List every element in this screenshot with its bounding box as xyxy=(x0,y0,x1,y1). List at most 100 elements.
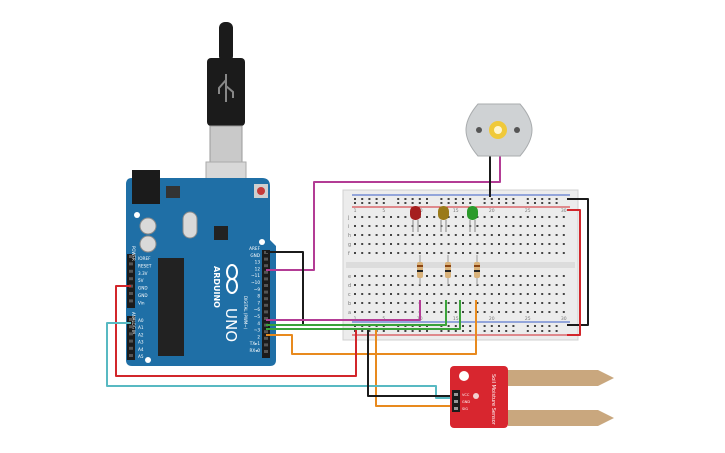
breadboard-hole[interactable] xyxy=(426,302,428,304)
rail-hole[interactable] xyxy=(375,202,378,204)
breadboard-hole[interactable] xyxy=(454,216,457,218)
breadboard-hole[interactable] xyxy=(526,225,529,227)
header-pin[interactable] xyxy=(264,270,268,274)
reset-button-cap[interactable] xyxy=(257,187,265,195)
breadboard-hole[interactable] xyxy=(354,252,356,254)
rail-hole[interactable] xyxy=(404,330,407,332)
breadboard-hole[interactable] xyxy=(454,243,457,245)
breadboard-hole[interactable] xyxy=(368,216,371,218)
breadboard-hole[interactable] xyxy=(526,293,529,295)
breadboard-hole[interactable] xyxy=(498,284,500,286)
breadboard-hole[interactable] xyxy=(426,311,428,313)
breadboard-hole[interactable] xyxy=(505,216,508,218)
wire-green-led[interactable] xyxy=(266,300,447,326)
breadboard-hole[interactable] xyxy=(526,311,529,313)
breadboard-hole[interactable] xyxy=(433,216,436,218)
breadboard-hole[interactable] xyxy=(382,302,385,304)
header-pin[interactable] xyxy=(129,299,133,303)
rail-hole[interactable] xyxy=(397,202,400,204)
breadboard-hole[interactable] xyxy=(375,302,378,304)
breadboard-hole[interactable] xyxy=(476,252,479,254)
breadboard-hole[interactable] xyxy=(390,293,392,295)
breadboard-hole[interactable] xyxy=(390,311,392,313)
rail-hole[interactable] xyxy=(541,325,544,327)
breadboard-hole[interactable] xyxy=(382,284,385,286)
breadboard-hole[interactable] xyxy=(411,293,414,295)
breadboard-hole[interactable] xyxy=(404,252,407,254)
breadboard-hole[interactable] xyxy=(404,311,407,313)
breadboard-hole[interactable] xyxy=(404,275,407,277)
breadboard-hole[interactable] xyxy=(390,275,392,277)
breadboard-hole[interactable] xyxy=(433,302,436,304)
header-pin[interactable] xyxy=(264,310,268,314)
breadboard-hole[interactable] xyxy=(490,302,493,304)
breadboard-hole[interactable] xyxy=(447,302,450,304)
breadboard-hole[interactable] xyxy=(548,302,551,304)
rail-hole[interactable] xyxy=(555,325,558,327)
breadboard-hole[interactable] xyxy=(382,243,385,245)
breadboard-hole[interactable] xyxy=(390,234,392,236)
breadboard-hole[interactable] xyxy=(390,243,392,245)
rail-hole[interactable] xyxy=(498,330,500,332)
breadboard-hole[interactable] xyxy=(541,234,544,236)
header-pin[interactable] xyxy=(129,269,133,273)
breadboard-hole[interactable] xyxy=(447,284,450,286)
breadboard-hole[interactable] xyxy=(354,311,356,313)
breadboard-hole[interactable] xyxy=(397,284,400,286)
breadboard-hole[interactable] xyxy=(519,216,522,218)
rail-hole[interactable] xyxy=(548,330,551,332)
rail-hole[interactable] xyxy=(382,330,385,332)
breadboard-hole[interactable] xyxy=(526,252,529,254)
wire-magenta-motor[interactable] xyxy=(266,150,501,271)
rail-hole[interactable] xyxy=(397,330,400,332)
header-pin[interactable] xyxy=(264,336,268,340)
breadboard-hole[interactable] xyxy=(562,302,565,304)
breadboard-hole[interactable] xyxy=(447,225,450,227)
breadboard-hole[interactable] xyxy=(483,243,486,245)
wire-cyan-sensor-signal[interactable] xyxy=(106,322,452,399)
breadboard-hole[interactable] xyxy=(375,311,378,313)
breadboard-hole[interactable] xyxy=(462,225,464,227)
rail-hole[interactable] xyxy=(447,325,450,327)
breadboard-hole[interactable] xyxy=(375,284,378,286)
breadboard-hole[interactable] xyxy=(526,234,529,236)
breadboard-hole[interactable] xyxy=(490,225,493,227)
rail-hole[interactable] xyxy=(505,325,508,327)
rail-hole[interactable] xyxy=(447,198,450,200)
rail-hole[interactable] xyxy=(454,330,457,332)
breadboard-hole[interactable] xyxy=(382,252,385,254)
rail-hole[interactable] xyxy=(555,330,558,332)
breadboard-hole[interactable] xyxy=(534,284,536,286)
breadboard-hole[interactable] xyxy=(397,225,400,227)
breadboard-hole[interactable] xyxy=(541,311,544,313)
breadboard-hole[interactable] xyxy=(368,275,371,277)
breadboard-hole[interactable] xyxy=(469,243,472,245)
breadboard-hole[interactable] xyxy=(483,293,486,295)
rail-hole[interactable] xyxy=(483,325,486,327)
breadboard-hole[interactable] xyxy=(505,302,508,304)
breadboard-hole[interactable] xyxy=(397,252,400,254)
header-pin[interactable] xyxy=(129,318,133,321)
breadboard-hole[interactable] xyxy=(418,243,421,245)
breadboard-hole[interactable] xyxy=(382,275,385,277)
breadboard-hole[interactable] xyxy=(361,252,364,254)
breadboard-hole[interactable] xyxy=(512,275,515,277)
breadboard-hole[interactable] xyxy=(548,275,551,277)
rail-hole[interactable] xyxy=(418,198,421,200)
breadboard-hole[interactable] xyxy=(404,293,407,295)
breadboard-hole[interactable] xyxy=(411,275,414,277)
rail-hole[interactable] xyxy=(548,325,551,327)
header-pin[interactable] xyxy=(129,262,133,266)
rail-hole[interactable] xyxy=(526,198,529,200)
rail-hole[interactable] xyxy=(505,198,508,200)
breadboard-hole[interactable] xyxy=(411,234,414,236)
rail-hole[interactable] xyxy=(548,202,551,204)
breadboard-hole[interactable] xyxy=(454,234,457,236)
header-pin[interactable] xyxy=(264,343,268,347)
breadboard-hole[interactable] xyxy=(534,234,536,236)
breadboard-hole[interactable] xyxy=(519,243,522,245)
rail-hole[interactable] xyxy=(534,325,536,327)
breadboard-hole[interactable] xyxy=(498,225,500,227)
breadboard-hole[interactable] xyxy=(426,225,428,227)
rail-hole[interactable] xyxy=(469,325,472,327)
